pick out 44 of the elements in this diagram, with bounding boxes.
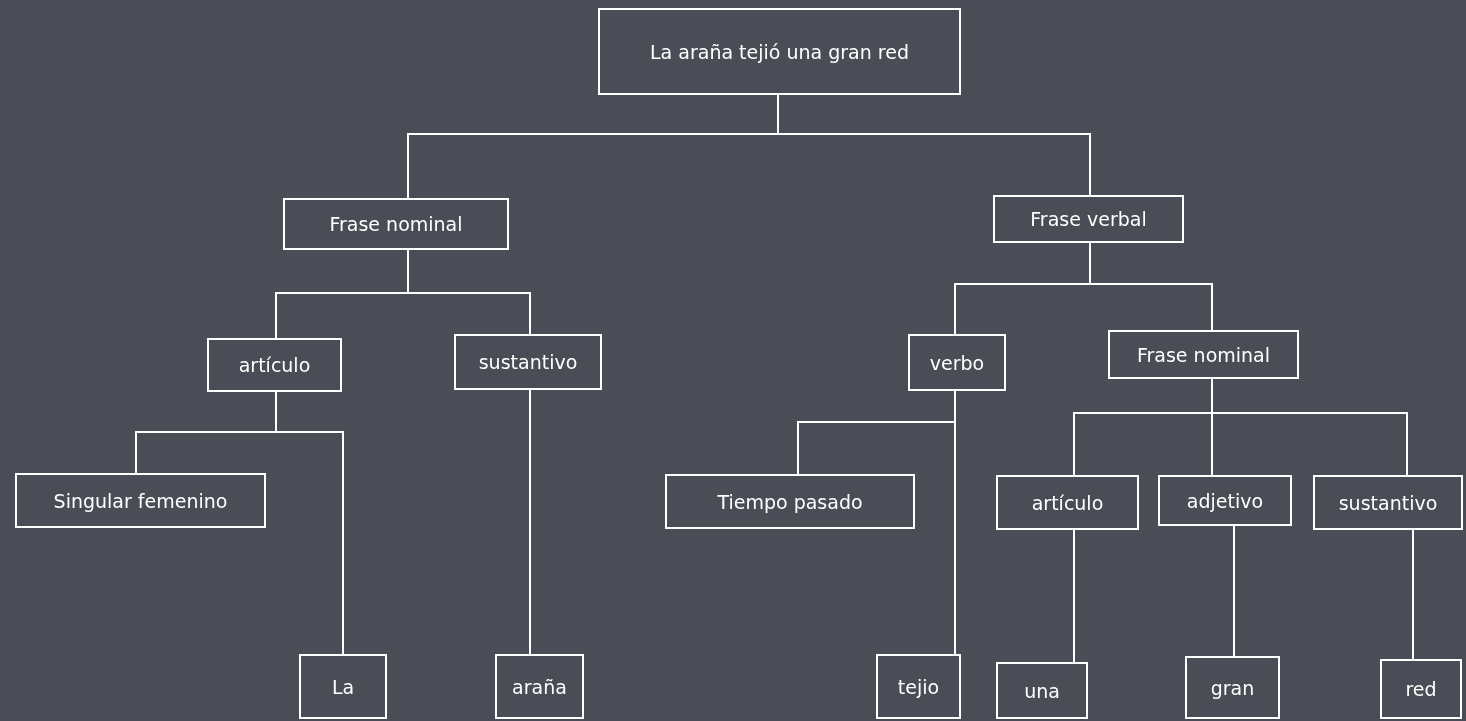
connector-line [954, 390, 956, 655]
connector-line [1211, 378, 1408, 476]
node-label: Frase verbal [1030, 208, 1147, 230]
tree-node-box [996, 662, 1088, 719]
node-label: Frase nominal [329, 213, 463, 235]
node-label: artículo [1031, 491, 1104, 514]
tree-node-box [15, 473, 266, 528]
node-label: una [1024, 679, 1060, 702]
node-label: sustantivo [1338, 491, 1438, 514]
tree-node-box [598, 8, 961, 95]
node-label: La [331, 675, 355, 698]
tree-node-box [993, 195, 1184, 243]
tree-node-box [996, 475, 1139, 530]
tree-node-box [207, 338, 342, 392]
node-label: red [1405, 678, 1437, 700]
tree-node-box [1313, 475, 1463, 530]
tree-node-box [1158, 475, 1292, 526]
node-label: gran [1210, 676, 1255, 699]
connector-line [1233, 525, 1235, 657]
tree-node-box [665, 474, 915, 529]
node-label: araña [512, 675, 567, 698]
node-label: Tiempo pasado [717, 490, 863, 513]
tree-node-box [908, 334, 1006, 391]
tree-node-box [454, 334, 602, 390]
node-label: La araña tejió una gran red [650, 40, 909, 63]
node-label: Singular femenino [53, 489, 228, 512]
node-label: adjetivo [1186, 489, 1264, 512]
node-label: artículo [238, 354, 311, 376]
tree-node-box [299, 654, 387, 719]
tree-node-box [1185, 656, 1280, 719]
connector-line [529, 389, 531, 655]
connector-line [1073, 529, 1075, 663]
tree-node-box [1380, 659, 1462, 719]
connector-line [407, 249, 531, 335]
connector-line [275, 391, 344, 655]
tree-node-box [1108, 330, 1299, 379]
tree-node-box [495, 654, 584, 719]
node-label: Frase nominal [1136, 343, 1270, 366]
connector-line [1412, 529, 1414, 660]
node-label: sustantivo [478, 351, 578, 373]
tree-node-box [283, 198, 509, 250]
tree-node-box [876, 654, 961, 719]
node-label: tejio [897, 675, 940, 698]
node-label: verbo [929, 351, 985, 374]
